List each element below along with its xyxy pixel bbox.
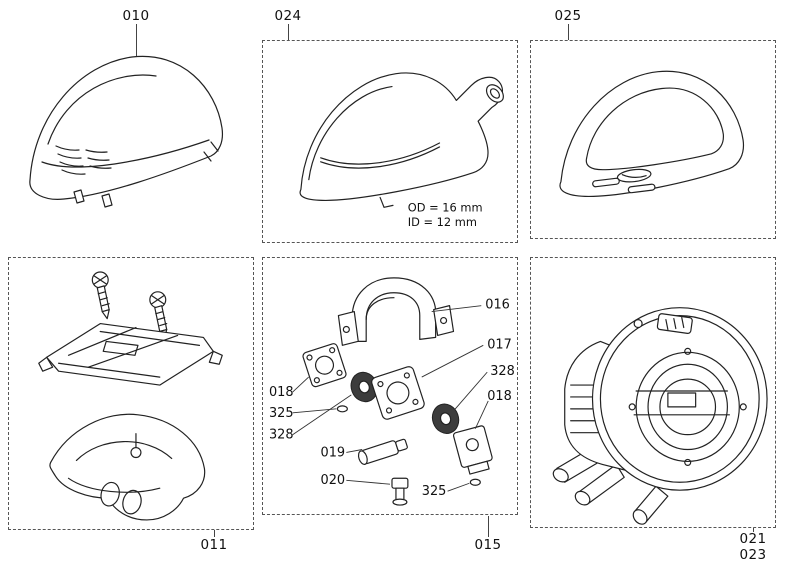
part-025-shell <box>559 70 745 198</box>
panel-label-021: 021 <box>739 531 767 547</box>
part-018-plate-left <box>302 343 347 388</box>
leader-line-024 <box>288 24 289 40</box>
part-015-drawing: 016 017 328 018 018 325 328 019 020 325 <box>269 277 515 506</box>
panel-010 <box>8 30 253 242</box>
part-325-oring-right <box>469 478 481 486</box>
callout-line-328-right <box>454 371 488 411</box>
panel-label-025: 025 <box>554 8 582 24</box>
lower-saddle <box>49 413 206 521</box>
part-016-clamp <box>337 277 455 346</box>
panel-label-011: 011 <box>200 537 228 553</box>
callout-line-325-bottom <box>447 482 470 492</box>
callout-019: 019 <box>321 445 346 460</box>
panel-011 <box>8 257 254 530</box>
panel-015: 016 017 328 018 018 325 328 019 020 325 <box>262 257 518 515</box>
panel-label-023: 023 <box>739 547 767 563</box>
leader-line-015 <box>488 516 489 537</box>
callout-line-018-right <box>474 400 489 429</box>
callout-line-020 <box>346 479 391 485</box>
part-328-seal-left <box>350 371 378 403</box>
part-019-valve <box>357 438 408 465</box>
part-328-seal-right <box>431 403 460 434</box>
part-325-oring-left <box>336 405 348 413</box>
part-018-bracket-right <box>452 425 493 475</box>
part-020-fitting <box>391 477 409 506</box>
panel-021 <box>530 257 776 528</box>
callout-018-left: 018 <box>269 385 294 400</box>
leader-line-025 <box>568 24 569 40</box>
callout-328-right: 328 <box>490 364 515 379</box>
callout-325-bottom: 325 <box>422 484 447 499</box>
part-017-plate <box>371 366 425 420</box>
callout-018-right: 018 <box>487 389 512 404</box>
note-id: ID = 12 mm <box>408 215 477 229</box>
part-010-hood-drawing <box>29 55 224 208</box>
part-010-hood <box>29 55 224 208</box>
leader-line-011 <box>214 530 215 537</box>
callout-017: 017 <box>487 337 512 352</box>
part-021-drawing <box>552 307 768 525</box>
callout-328-left: 328 <box>269 428 294 443</box>
upper-bracket <box>38 322 223 386</box>
callout-line-019 <box>346 449 363 453</box>
callout-line-016 <box>431 305 482 313</box>
panel-label-010: 010 <box>122 8 150 24</box>
callout-016: 016 <box>485 298 510 313</box>
part-024-hood-with-port <box>299 72 504 208</box>
part-024-drawing: OD = 16 mm ID = 12 mm <box>299 72 504 229</box>
panel-label-015: 015 <box>474 537 502 553</box>
part-025-drawing <box>559 70 745 198</box>
part-021-motor-housing-ring <box>591 307 768 491</box>
panel-025 <box>530 40 776 239</box>
leader-line-010 <box>136 24 137 58</box>
callout-line-017 <box>421 344 484 378</box>
note-od: OD = 16 mm <box>408 200 483 214</box>
panel-024: OD = 16 mm ID = 12 mm <box>262 40 518 243</box>
callout-325-left: 325 <box>269 406 294 421</box>
leader-line-021 <box>753 528 754 532</box>
callout-020: 020 <box>321 473 346 488</box>
panel-label-024: 024 <box>274 8 302 24</box>
screw-icon <box>91 271 110 320</box>
part-011-drawing <box>38 271 223 521</box>
housing-top-details <box>633 313 693 334</box>
callout-line-328-left <box>292 394 352 435</box>
callout-line-018-left <box>292 376 309 393</box>
